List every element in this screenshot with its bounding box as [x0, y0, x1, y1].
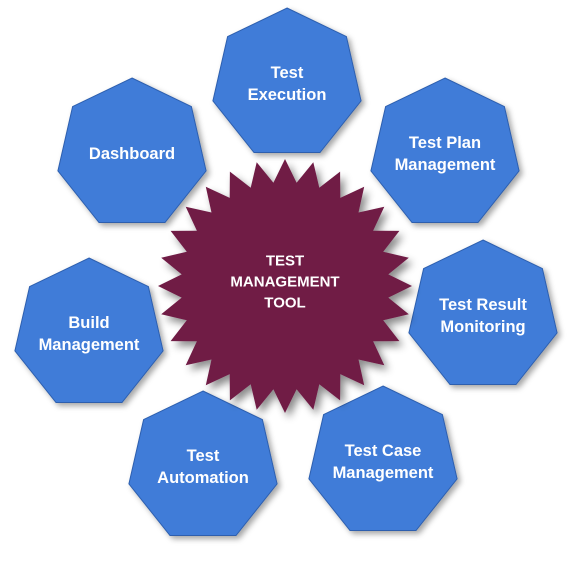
- node-build-management-label-line-1: Build: [68, 314, 109, 332]
- heptagon-shape: [212, 7, 362, 153]
- node-test-result-monitoring-label-line-1: Test Result: [439, 296, 527, 314]
- heptagon-shape: [57, 77, 207, 223]
- node-test-case-management-label-line-1: Test Case: [345, 442, 422, 460]
- node-test-automation-label-line-1: Test: [187, 447, 220, 465]
- node-dashboard-label-line-1: Dashboard: [89, 145, 175, 163]
- center-starburst: TEST MANAGEMENT TOOL: [158, 159, 412, 413]
- center-title-line-3: TOOL: [264, 295, 305, 312]
- starburst-shape: [158, 159, 412, 413]
- heptagon-shape: [408, 239, 558, 385]
- node-test-execution-label-line-1: Test: [271, 64, 304, 82]
- center-title-line-2: MANAGEMENT: [230, 274, 339, 291]
- heptagon-shape: [308, 385, 458, 531]
- node-test-execution-label-line-2: Execution: [248, 86, 327, 104]
- node-test-plan-management-label-line-2: Management: [395, 156, 496, 174]
- heptagon-shape: [370, 77, 520, 223]
- node-dashboard: Dashboard: [57, 77, 207, 223]
- heptagon-shape: [128, 390, 278, 536]
- node-test-automation-label-line-2: Automation: [157, 469, 249, 487]
- node-test-case-management-label-line-2: Management: [333, 464, 434, 482]
- node-build-management-label-line-2: Management: [39, 336, 140, 354]
- center-title-line-1: TEST: [266, 253, 304, 270]
- heptagon-shape: [14, 257, 164, 403]
- node-test-plan-management-label-line-1: Test Plan: [409, 134, 481, 152]
- node-test-result-monitoring-label-line-2: Monitoring: [440, 318, 525, 336]
